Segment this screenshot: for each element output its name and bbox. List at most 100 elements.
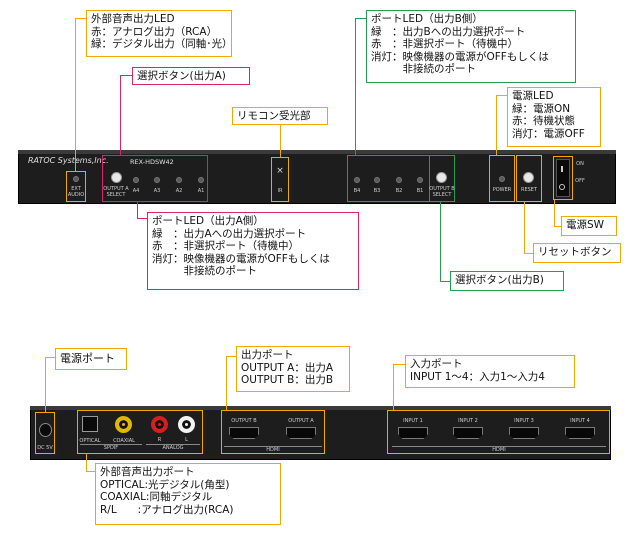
optical-label: OPTICAL [79,438,101,444]
rear-panel-top-edge [30,406,611,410]
output-a-select-label: OUTPUT A SELECT [103,186,129,198]
port-led-b3 [374,177,380,183]
port-led-b1 [417,177,423,183]
connector [137,202,138,218]
analog-label: ANALOG [146,444,200,451]
optical-port [82,416,98,432]
port-label-a2: A2 [175,188,183,194]
ext-audio-port-highlight [77,410,203,454]
port-label-a4: A4 [132,188,140,194]
port-led-a3 [154,177,160,183]
connector [355,18,367,19]
reset-label: RESET [520,187,538,193]
analog-l-port [178,416,195,433]
hdmi-input-2-port [453,427,483,439]
connector [554,226,561,227]
callout-output-port: 出力ポート OUTPUT A：出力A OUTPUT B：出力B [236,346,350,392]
connector [496,95,508,96]
connector [393,364,394,410]
coaxial-label: COAXIAL [113,438,135,444]
hdmi-input-1-port [398,427,428,439]
port-label-a3: A3 [153,188,161,194]
spdif-label: SPDIF [80,444,142,451]
callout-port-led-b: ポートLED（出力B側） 緑 ：出力Bへの出力選択ポート 赤 ：非選択ポート（待… [366,10,576,83]
reset-button[interactable] [523,172,534,183]
power-switch-on-mark [561,166,563,172]
connector [524,253,533,254]
input-1-label: INPUT 1 [403,418,423,424]
callout-power-sw: 電源SW [561,216,617,236]
output-b-label: OUTPUT B [231,418,257,424]
port-led-a1 [198,177,204,183]
output-a-select-button[interactable] [111,172,122,183]
connector [75,18,87,19]
ext-audio-led [73,176,79,182]
power-switch-off-label: OFF [575,178,585,184]
ext-audio-label: EXT AUDIO [67,186,85,198]
connector [75,18,76,171]
hdmi-output-a-port [286,427,316,439]
power-label: POWER [492,187,512,193]
connector [355,18,356,155]
port-label-b1: B1 [416,188,424,194]
connector [496,95,497,155]
callout-select-a: 選択ボタン(出力A) [132,67,250,85]
connector [280,125,281,157]
analog-r-label: R [157,437,162,443]
input-3-label: INPUT 3 [514,418,534,424]
callout-select-b: 選択ボタン(出力B) [450,271,564,291]
input-2-label: INPUT 2 [458,418,478,424]
port-label-b4: B4 [353,188,361,194]
coaxial-port [115,416,132,433]
hdmi-input-3-port [509,427,539,439]
output-a-select-highlight [102,155,208,202]
callout-power-port: 電源ポート [55,348,127,370]
ext-audio-highlight [66,171,86,202]
reset-highlight [516,155,542,202]
power-led-highlight [489,155,515,202]
output-b-select-button[interactable] [436,172,447,183]
power-switch-on-label: ON [576,161,584,167]
front-panel-top-edge [18,150,616,154]
connector [45,357,46,412]
port-led-a2 [176,177,182,183]
hdmi-output-b-port [229,427,259,439]
connector [120,75,132,76]
dc-label: DC 5V [37,445,53,451]
analog-l-label: L [185,437,188,443]
port-label-a1: A1 [197,188,205,194]
port-label-b2: B2 [395,188,403,194]
analog-r-port [151,416,168,433]
output-hdmi-label: HDMI [224,446,322,453]
callout-ext-audio-led: 外部音声出力LED 赤：アナログ出力（RCA） 緑：デジタル出力（同軸･光） [86,10,233,57]
input-port-highlight [387,410,610,454]
output-b-select-highlight [429,155,455,202]
connector [86,454,87,471]
output-port-highlight [221,410,325,454]
ir-label: IR [277,188,283,194]
ir-highlight [271,157,289,202]
ir-sensor-icon: × [276,166,284,176]
power-led [499,176,505,182]
connector [524,202,525,253]
connector [226,356,236,357]
port-led-b2 [396,177,402,183]
hdmi-input-4-port [565,427,595,439]
connector [137,218,147,219]
input-4-label: INPUT 4 [570,418,590,424]
connector [440,202,441,281]
connector [393,364,405,365]
callout-reset-button: リセットボタン [533,243,621,263]
connector [440,281,450,282]
output-a-label: OUTPUT A [288,418,314,424]
dc-jack [39,423,52,437]
callout-ir-receiver: リモコン受光部 [232,107,328,125]
port-led-b4 [354,177,360,183]
power-switch-highlight [553,156,573,200]
callout-input-port: 入力ポート INPUT 1～4：入力1～入力4 [405,355,575,388]
callout-port-led-a: ポートLED（出力A側） 緑 ：出力Aへの出力選択ポート 赤 ：非選択ポート（待… [147,212,359,290]
connector [120,75,121,155]
callout-ext-audio-port: 外部音声出力ポート OPTICAL:光デジタル(角型) COAXIAL:同軸デジ… [95,463,281,525]
connector [226,356,227,410]
port-label-b3: B3 [373,188,381,194]
